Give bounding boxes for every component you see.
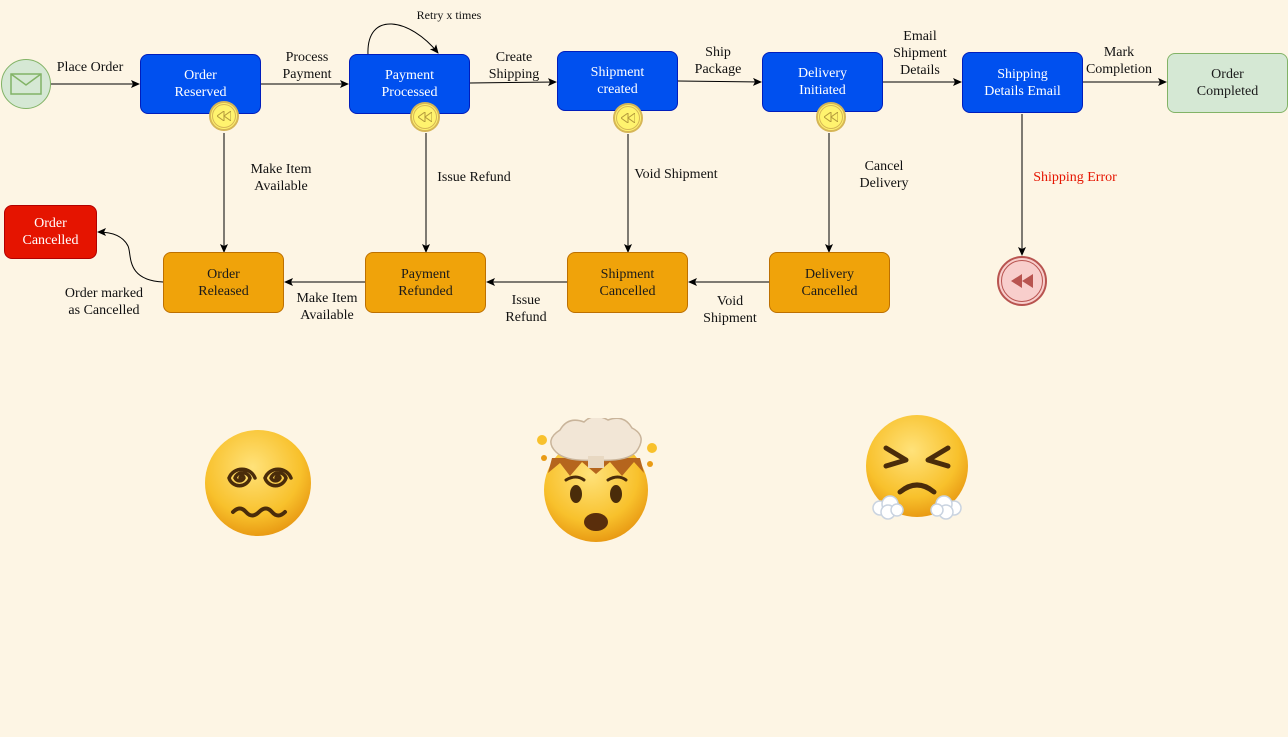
compensation-event-shipment-created[interactable] [613,103,643,133]
label-void-shipment-back: Void Shipment [703,294,757,326]
flow-create-shipping [469,78,557,87]
flow-ship-package [677,77,762,86]
label-make-item-available: Make Item Available [250,162,312,194]
label-create-shipping: Create Shipping [488,50,540,82]
compensation-event-delivery-initiated[interactable] [816,102,846,132]
label-process-payment: Process Payment [282,50,332,82]
label-mark-completion: Mark Completion [1085,45,1153,77]
label-void-shipment: Void Shipment [634,167,718,182]
label-make-item-available-back: Make Item Available [296,291,358,323]
label-place-order: Place Order [56,60,124,75]
dizzy-face-emoji [205,430,311,536]
task-order-reserved[interactable]: Order Reserved [140,54,261,114]
rewind-icon [217,111,231,121]
rewind-icon [1011,274,1033,288]
task-order-completed[interactable]: Order Completed [1167,53,1288,113]
label-issue-refund-back: Issue Refund [505,293,547,325]
label-order-marked-cancelled: Order marked as Cancelled [64,286,144,318]
task-order-released[interactable]: Order Released [163,252,284,313]
label-retry: Retry x times [416,8,482,22]
steam-from-nose-emoji [866,415,968,520]
rewind-icon [824,112,838,122]
label-shipping-error: Shipping Error [1033,170,1117,185]
compensation-event-payment-processed[interactable] [410,102,440,132]
exploding-head-emoji [537,418,657,542]
task-order-cancelled[interactable]: Order Cancelled [4,205,97,259]
rewind-icon [418,112,432,122]
task-payment-processed[interactable]: Payment Processed [349,54,470,114]
flow-retry [367,23,439,56]
label-ship-package: Ship Package [694,45,742,77]
label-cancel-delivery: Cancel Delivery [859,159,909,191]
flow-order-marked-cancelled [97,228,164,283]
task-payment-refunded[interactable]: Payment Refunded [365,252,486,313]
task-shipment-created[interactable]: Shipment created [557,51,678,111]
compensation-event-order-reserved[interactable] [209,101,239,131]
label-email-shipment-details: Email Shipment Details [893,29,947,78]
label-issue-refund: Issue Refund [437,170,511,185]
error-end-event[interactable] [997,256,1047,306]
envelope-icon [10,73,42,95]
task-delivery-cancelled[interactable]: Delivery Cancelled [769,252,890,313]
task-shipment-cancelled[interactable]: Shipment Cancelled [567,252,688,313]
start-event[interactable] [1,59,51,109]
rewind-icon [621,113,635,123]
task-delivery-initiated[interactable]: Delivery Initiated [762,52,883,112]
task-shipping-details-email[interactable]: Shipping Details Email [962,52,1083,113]
